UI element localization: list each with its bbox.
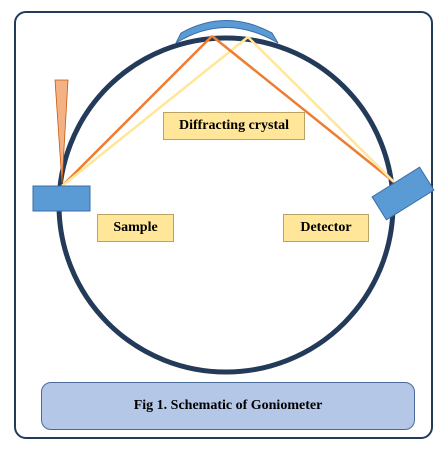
- ray-sample-to-crystal-orange: [61, 35, 213, 187]
- sample-holder: [32, 185, 91, 212]
- ray-sample-to-crystal-yellow: [61, 36, 249, 187]
- detector: [371, 166, 435, 221]
- figure-caption: Fig 1. Schematic of Goniometer: [41, 382, 415, 430]
- diffracting-crystal-label: Diffracting crystal: [163, 112, 305, 140]
- detector-label: Detector: [283, 214, 369, 242]
- ray-crystal-to-detector-yellow: [247, 36, 395, 183]
- incident-beam: [54, 79, 69, 184]
- diffracting-crystal: [174, 20, 279, 45]
- goniometer-circle: [56, 35, 396, 375]
- sample-label: Sample: [97, 214, 174, 242]
- ray-crystal-to-detector-orange: [211, 35, 395, 183]
